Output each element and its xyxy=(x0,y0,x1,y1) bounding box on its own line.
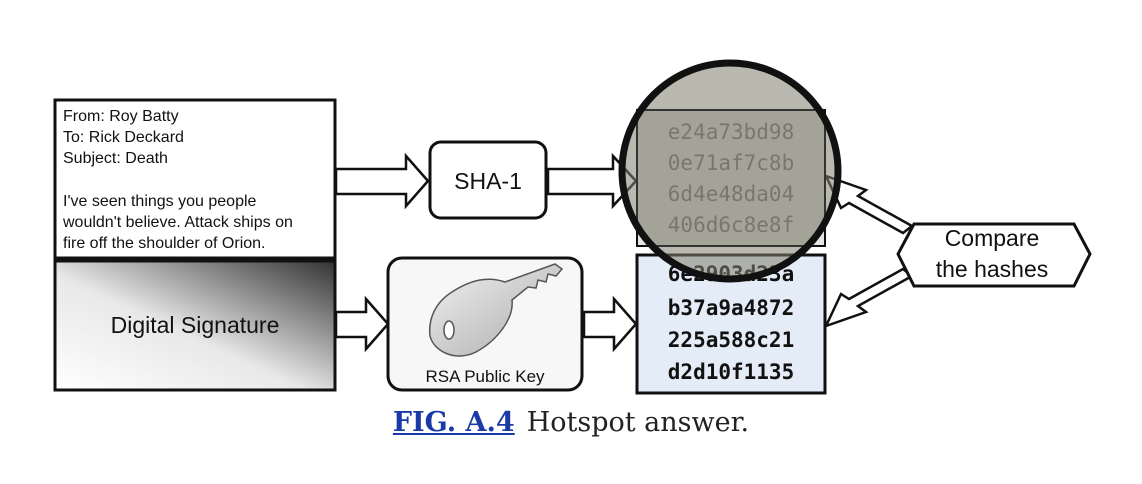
hash-bottom-line-4: d2d10f1135 xyxy=(668,360,794,384)
key-icon xyxy=(428,263,564,357)
figure-caption-text: Hotspot answer. xyxy=(526,407,750,438)
rsa-public-key-label: RSA Public Key xyxy=(425,367,545,386)
arrow-compare-to-bottom-hash xyxy=(823,267,915,329)
arrow-rsa-to-hash xyxy=(582,295,638,353)
hash-bottom-line-2: b37a9a4872 xyxy=(668,296,794,320)
sha1-box: SHA-1 xyxy=(428,140,548,220)
compare-label-line-1: Compare xyxy=(945,225,1040,251)
figure-link[interactable]: FIG. A.4 xyxy=(392,407,515,438)
arrow-sig-to-rsa xyxy=(334,295,390,353)
digital-signature-box: Digital Signature xyxy=(53,259,337,392)
compare-the-hashes-box: Compare the hashes xyxy=(896,222,1092,288)
sha1-label: SHA-1 xyxy=(454,168,522,194)
email-body-line-3: fire off the shoulder of Orion. xyxy=(63,235,265,252)
arrow-email-to-sha xyxy=(334,152,430,210)
figure-caption: FIG. A.4 Hotspot answer. xyxy=(0,407,1142,438)
rsa-public-key-box: RSA Public Key xyxy=(386,256,584,392)
digital-signature-label: Digital Signature xyxy=(111,312,280,338)
compare-label-line-2: the hashes xyxy=(936,256,1049,282)
email-body-line-2: wouldn't believe. Attack ships on xyxy=(62,214,293,231)
hotspot-highlight xyxy=(618,59,842,283)
email-from: From: Roy Batty xyxy=(63,108,179,125)
email-box: From: Roy Batty To: Rick Deckard Subject… xyxy=(53,98,337,260)
email-body-line-1: I've seen things you people xyxy=(63,193,257,210)
email-subject: Subject: Death xyxy=(63,150,168,167)
hash-bottom-line-3: 225a588c21 xyxy=(668,328,794,352)
email-to: To: Rick Deckard xyxy=(63,129,184,146)
